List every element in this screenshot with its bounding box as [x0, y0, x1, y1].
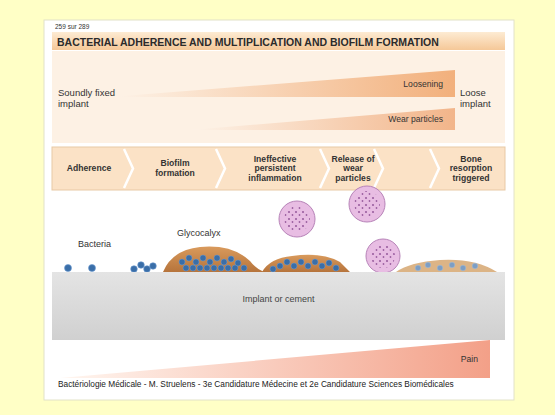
wedge-label: Wear particles	[388, 114, 443, 124]
bacteria-cluster	[65, 262, 157, 273]
wedge-label: Loosening	[403, 79, 443, 89]
slide-page	[44, 20, 514, 400]
upper-panel	[52, 51, 505, 143]
stage-label: Release of wear particles	[331, 155, 375, 184]
slide-title: BACTERIAL ADHERENCE AND MULTIPLICATION A…	[57, 36, 439, 48]
stage-label: Ineffective persistent inflammation	[241, 155, 309, 184]
wedge-fill	[110, 70, 455, 97]
glycocalyx-remnant	[396, 260, 497, 272]
white-blood-cells	[279, 186, 400, 273]
stage-step: Bone resorption triggered	[438, 150, 504, 188]
stage-label: Adherence	[67, 164, 111, 174]
stage-chevrons	[124, 149, 439, 188]
biofilm-bacteria	[179, 255, 247, 271]
wedge-shape	[110, 70, 455, 97]
stage-step: Biofilm formation	[134, 150, 216, 188]
wedge-fill	[190, 108, 455, 130]
wear-wedge: Wear particles	[190, 108, 455, 130]
loosening-wedge: Loosening	[110, 70, 455, 97]
implant-label: Implant or cement	[242, 294, 314, 304]
biofilm-bacteria	[270, 259, 339, 272]
stage-label: Bone resorption triggered	[442, 155, 500, 184]
stage-step: Release of wear particles	[330, 150, 376, 188]
wedge-fill	[60, 340, 490, 378]
stage-band	[52, 147, 505, 190]
pain-wedge: Pain	[60, 340, 490, 378]
wedge-label: Pain	[461, 354, 478, 364]
stage-step: Ineffective persistent inflammation	[230, 150, 320, 188]
wedge-shape	[60, 340, 490, 378]
part-label: Glycocalyx	[177, 228, 237, 238]
state-label: Soundly fixed implant	[58, 88, 118, 110]
glycocalyx-mound	[262, 255, 350, 272]
glycocalyx-mound	[163, 247, 264, 272]
part-label: Bacteria	[78, 239, 128, 249]
page-number: 259 sur 289	[55, 23, 135, 30]
state-label: Loose implant	[460, 88, 504, 110]
title-band	[52, 32, 505, 50]
stage-label: Biofilm formation	[150, 159, 200, 178]
implant-band: Implant or cement	[52, 272, 505, 340]
slide-caption: Bactériologie Médicale - M. Struelens - …	[58, 379, 508, 389]
biofilm-bacteria	[415, 262, 478, 271]
stage-step: Adherence	[55, 150, 123, 188]
